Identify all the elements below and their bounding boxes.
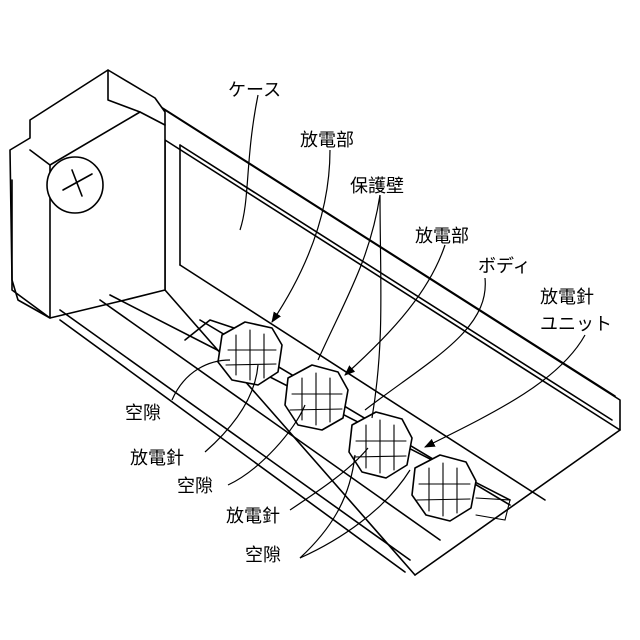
leader-gap-3a (300, 470, 410, 558)
leader-wall-a (318, 195, 380, 360)
label-gap-3: 空隙 (245, 545, 281, 567)
needle-unit-3 (349, 412, 412, 478)
label-needle-unit-line1: 放電針 (540, 287, 594, 309)
label-needle-unit-line2: ユニット (540, 314, 612, 336)
needle-unit-1 (218, 322, 282, 385)
label-gap-1: 空隙 (125, 403, 161, 425)
label-needle-1: 放電針 (130, 448, 184, 470)
label-gap-2: 空隙 (177, 476, 213, 498)
label-body: ボディ (478, 256, 531, 278)
needle-unit-2 (285, 365, 348, 430)
leader-gap-3b (300, 455, 355, 558)
leader-body (365, 278, 485, 410)
label-discharge-part-1: 放電部 (300, 130, 354, 152)
needle-unit-4 (412, 455, 476, 521)
label-protective-wall: 保護壁 (350, 176, 404, 198)
leader-case (240, 95, 258, 230)
leader-lines (172, 95, 585, 558)
leader-discharge-1 (272, 150, 330, 322)
label-discharge-part-2: 放電部 (415, 226, 469, 248)
label-case: ケース (228, 80, 281, 102)
end-cap (10, 70, 165, 318)
label-needle-2: 放電針 (226, 506, 280, 528)
